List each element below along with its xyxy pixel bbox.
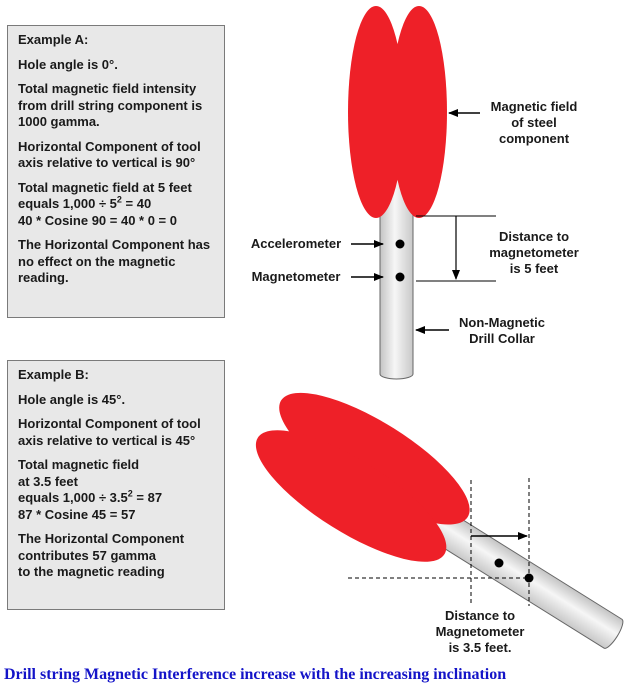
distance-label-2: magnetometer	[489, 245, 579, 260]
example-b-calc-exponent: 2	[127, 488, 133, 499]
example-b-title: Example B:	[18, 367, 89, 382]
vertical-magnetic-field	[348, 6, 447, 218]
magnetic-field-label-1: Magnetic field	[491, 99, 578, 114]
distance-b-label-1: Distance to	[445, 608, 515, 623]
distance-label-1: Distance to	[499, 229, 569, 244]
example-a-calculation: Total magnetic field at 5 feet equals 1,…	[18, 180, 214, 230]
collar-label-2: Drill Collar	[469, 331, 535, 346]
magnetometer-sensor	[395, 272, 405, 282]
distance-b-label-2: Magnetometer	[436, 624, 525, 639]
example-b-calc-line4: 87 * Cosine 45 = 57	[18, 506, 136, 522]
distance-b-label-3: is 3.5 feet.	[449, 640, 512, 655]
example-b-hole-angle: Hole angle is 45°.	[18, 391, 126, 407]
example-b-conclusion-line1: The Horizontal Component	[18, 531, 185, 546]
example-a-horizontal-component: Horizontal Component of tool axis relati…	[18, 138, 201, 171]
example-a-calc-line1-prefix: Total magnetic field at 5 feet equals 1,…	[18, 179, 192, 212]
example-b-conclusion-line2: contributes 57 gamma	[18, 547, 156, 563]
caption: Drill string Magnetic Interference incre…	[4, 666, 507, 683]
example-a-calc-line2: 40 * Cosine 90 = 40 * 0 = 0	[18, 212, 177, 228]
accelerometer-label: Accelerometer	[251, 236, 341, 251]
distance-label-3: is 5 feet	[510, 261, 559, 276]
magnetic-field-label-2: of steel	[511, 115, 557, 130]
example-a-box: Example A: Hole angle is 0°. Total magne…	[7, 25, 225, 318]
example-a-conclusion: The Horizontal Component has no effect o…	[18, 237, 211, 285]
accelerometer-sensor	[395, 239, 405, 249]
inclined-magnetic-field	[255, 392, 470, 562]
example-a-calc-exponent: 2	[116, 194, 122, 205]
example-a-title: Example A:	[18, 32, 89, 47]
example-b-calc-line1: Total magnetic field	[18, 457, 140, 472]
example-a-hole-angle: Hole angle is 0°.	[18, 56, 118, 72]
collar-label-1: Non-Magnetic	[459, 315, 545, 330]
magnetic-field-label-3: component	[499, 131, 570, 146]
example-b-calc-line2: at 3.5 feet	[18, 473, 78, 489]
example-a-field-intensity: Total magnetic field intensity from dril…	[18, 81, 203, 129]
example-b-calc-line3-prefix: equals 1,000 ÷ 3.5	[18, 490, 128, 505]
example-a-calc-line1-suffix: = 40	[121, 196, 152, 211]
example-b-calc-line3-suffix: = 87	[132, 490, 163, 505]
example-b-conclusion-line3: to the magnetic reading	[18, 564, 165, 579]
inclined-accelerometer-sensor	[494, 558, 504, 568]
magnetometer-label: Magnetometer	[252, 269, 341, 284]
example-b-horizontal-component: Horizontal Component of tool axis relati…	[18, 416, 201, 448]
example-b-box: Example B: Hole angle is 45°. Horizontal…	[7, 360, 225, 610]
inclined-assembly	[255, 392, 624, 649]
